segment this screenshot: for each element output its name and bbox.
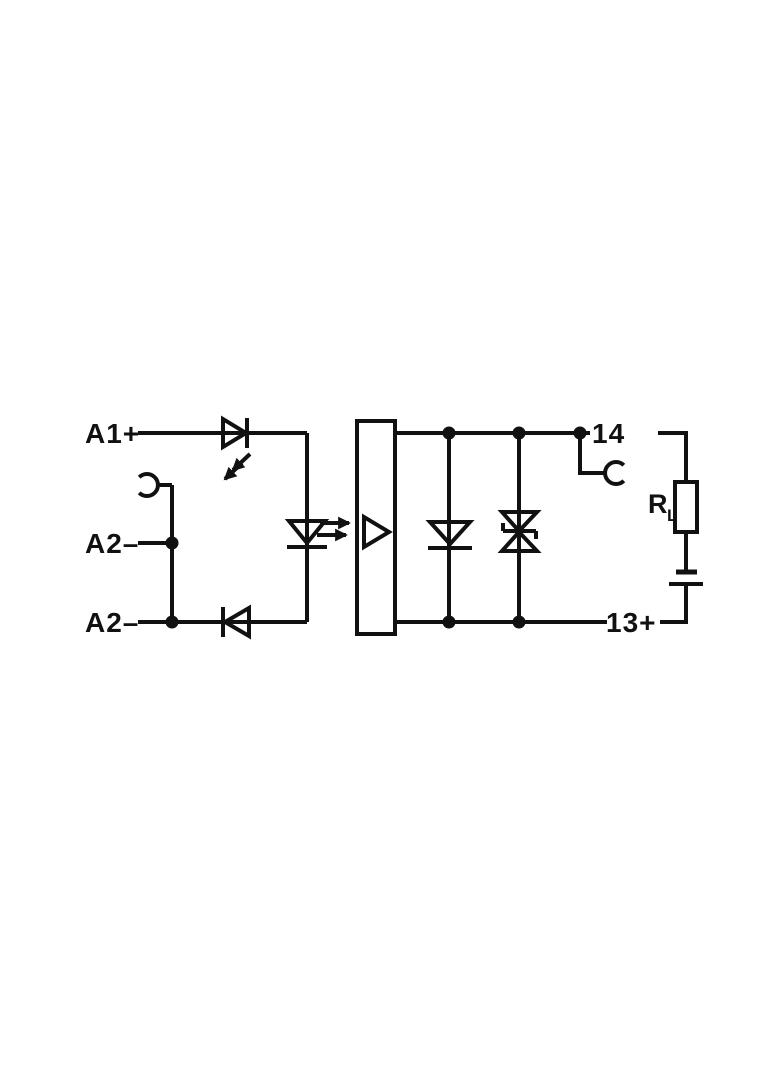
junction-dot: [165, 536, 179, 550]
dc-source-battery-icon: [669, 569, 703, 586]
antiparallel-protection-diode-icon: [221, 604, 251, 640]
terminal-label-a2-minus-bottom: A2–: [85, 607, 139, 638]
optocoupler-body: [355, 419, 397, 636]
jumper-contact-right-icon: [603, 460, 626, 486]
load-resistor-icon: [673, 480, 699, 534]
wire-load-top: [658, 431, 688, 482]
terminal-label-14: 14: [592, 418, 625, 449]
tvs-suppressor-diode-icon: [497, 510, 542, 553]
junction-dot: [512, 615, 526, 629]
optocoupler-output-driver-icon: [355, 419, 397, 636]
load-resistor-label: R: [648, 489, 668, 519]
junction-dot: [442, 426, 456, 440]
wire-network: [138, 431, 688, 624]
wire-jumper-right-stub: [578, 433, 605, 475]
junction-dot: [165, 615, 179, 629]
jumper-contact-left-icon: [137, 472, 160, 498]
freewheeling-diode-icon: [425, 520, 475, 550]
terminal-label-a2-minus-mid: A2–: [85, 528, 139, 559]
junction-dot: [512, 426, 526, 440]
reverse-polarity-diode-icon: [221, 415, 250, 451]
optocoupler-light-arrows-icon: [317, 516, 351, 542]
load-resistor-subscript: L: [667, 506, 677, 525]
optocoupler-led-icon: [284, 519, 330, 549]
wire-load-bottom: [660, 586, 688, 624]
terminal-label-a1-plus: A1+: [85, 418, 140, 449]
junction-dot: [442, 615, 456, 629]
status-led-emission-arrows-icon: [223, 452, 252, 481]
terminal-label-13-plus: 13+: [606, 607, 657, 638]
junction-dots: [165, 426, 587, 629]
junction-dot: [573, 426, 587, 440]
output-driver-triangle-icon: [362, 513, 393, 551]
